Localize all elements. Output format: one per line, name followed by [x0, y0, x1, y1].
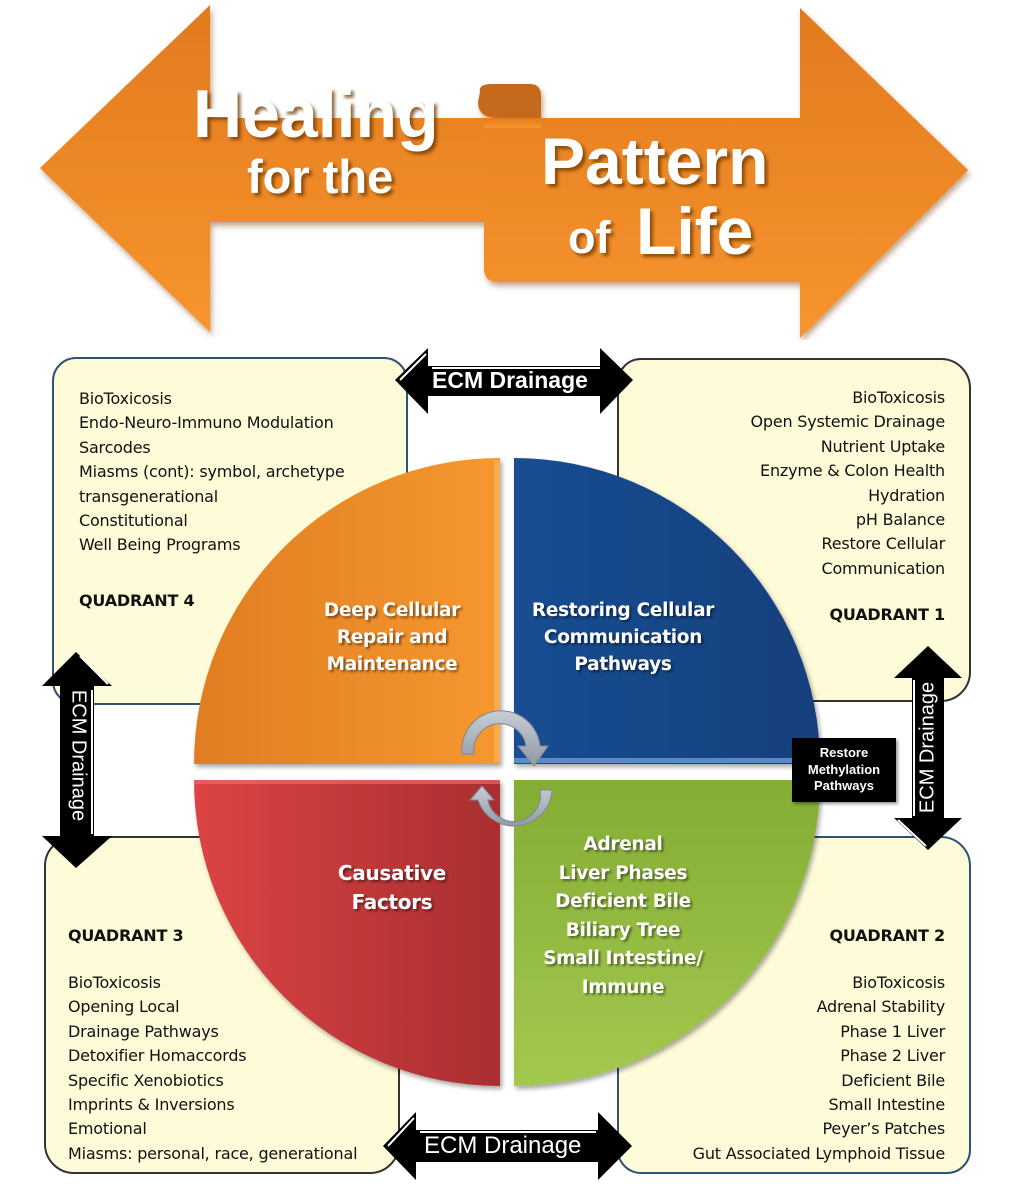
list-item: Opening Local	[68, 997, 180, 1017]
title-for-the: for the	[247, 150, 394, 203]
list-item: Communication	[821, 558, 945, 578]
ecm-drainage-label-right: ECM Drainage	[916, 681, 939, 814]
wedge-q3-text: Causative Factors	[300, 859, 484, 917]
methylation-line: Restore	[819, 745, 869, 761]
list-item: BioToxicosis	[68, 973, 161, 992]
list-item: Enzyme & Colon Health	[760, 461, 945, 481]
list-item: Peyer’s Patches	[822, 1119, 946, 1139]
list-item: Specific Xenobiotics	[68, 1070, 224, 1090]
list-item: Detoxifier Homaccords	[68, 1046, 247, 1066]
ecm-drainage-label-bottom: ECM Drainage	[424, 1132, 582, 1159]
wedge-line: Factors	[351, 890, 433, 914]
wedge-line: Deep Cellular	[323, 600, 461, 621]
ecm-drainage-label-left: ECM Drainage	[67, 689, 90, 822]
title-life: Life	[636, 194, 754, 268]
title-of: of	[568, 212, 611, 263]
list-item: Deficient Bile	[841, 1070, 945, 1090]
methylation-line: Pathways	[814, 778, 874, 794]
list-item: Endo-Neuro-Immuno Modulation	[79, 413, 334, 433]
quadrant-2-list: BioToxicosis Adrenal Stability Phase 1 L…	[692, 971, 946, 1166]
list-item: Drainage Pathways	[68, 1021, 219, 1041]
wedge-line: Causative	[337, 861, 447, 885]
list-item: Small Intestine	[828, 1095, 945, 1115]
list-item: Emotional	[68, 1119, 147, 1139]
methylation-line: Methylation	[807, 761, 881, 777]
wedge-causative-factors[interactable]	[194, 780, 500, 1086]
list-item: BioToxicosis	[852, 388, 945, 407]
quadrant-1-label: QUADRANT 1	[829, 605, 946, 624]
quadrant-4-label: QUADRANT 4	[79, 591, 195, 610]
right-arrow-shape	[484, 8, 968, 338]
list-item: Gut Associated Lymphoid Tissue	[692, 1143, 946, 1163]
cycle-arrow-top	[461, 710, 549, 767]
restore-methylation-box: Restore Methylation Pathways	[792, 738, 896, 802]
wedge-line: Repair and	[336, 627, 448, 648]
wedge-q2-text: Adrenal Liver Phases Deficient Bile Bili…	[520, 831, 726, 1002]
quadrant-3-list: BioToxicosis Opening Local Drainage Path…	[68, 971, 358, 1166]
quadrant-2-label: QUADRANT 2	[829, 926, 946, 945]
ribbon-curl	[478, 84, 541, 118]
list-item: transgenerational	[79, 486, 218, 506]
wedge-q1-text: Restoring Cellular Communication Pathway…	[520, 597, 726, 678]
wedge-line: Maintenance	[326, 654, 458, 675]
wedge-line: Liver Phases	[558, 862, 688, 884]
list-item: pH Balance	[855, 510, 945, 530]
list-item: Phase 2 Liver	[840, 1046, 945, 1066]
wedge-line: Immune	[581, 976, 665, 998]
list-item: Open Systemic Drainage	[750, 412, 945, 432]
wedge-q4-text: Deep Cellular Repair and Maintenance	[300, 597, 484, 678]
list-item: BioToxicosis	[79, 389, 172, 408]
list-item: Miasms: personal, race, generational	[68, 1143, 358, 1163]
wedge-restoring-cellular-communication[interactable]	[514, 458, 820, 764]
ecm-drainage-label-top: ECM Drainage	[432, 367, 588, 393]
list-item: Miasms (cont): symbol, archetype	[79, 462, 345, 482]
list-item: Hydration	[868, 485, 945, 505]
quadrant-1-list: BioToxicosis Open Systemic Drainage Nutr…	[750, 386, 945, 581]
wedge-line: Pathways	[574, 654, 672, 675]
ecm-drainage-arrow-right	[894, 646, 962, 850]
title-healing: Healing	[193, 76, 439, 152]
quadrant-3-label: QUADRANT 3	[68, 926, 184, 945]
list-item: Nutrient Uptake	[820, 436, 945, 456]
list-item: Restore Cellular	[821, 534, 946, 554]
cycle-arrow-bottom	[468, 785, 553, 827]
left-arrow-shape	[40, 5, 541, 332]
list-item: Phase 1 Liver	[840, 1021, 945, 1041]
wedge-line: Adrenal	[583, 834, 663, 855]
ecm-drainage-arrow-left	[42, 652, 112, 868]
quadrant-4-list: BioToxicosis Endo-Neuro-Immuno Modulatio…	[79, 387, 345, 558]
list-item: Constitutional	[79, 511, 188, 531]
list-item: Well Being Programs	[79, 535, 241, 555]
list-item: Imprints & Inversions	[68, 1095, 235, 1115]
title-banner	[40, 5, 968, 338]
wedge-line: Deficient Bile	[555, 891, 691, 912]
wedge-line: Restoring Cellular	[531, 600, 715, 621]
list-item: BioToxicosis	[852, 973, 945, 992]
wedge-line: Biliary Tree	[565, 919, 681, 941]
list-item: Sarcodes	[79, 437, 151, 457]
list-item: Adrenal Stability	[816, 997, 946, 1017]
wedge-line: Small Intestine/	[543, 948, 703, 969]
wedge-deep-cellular-repair[interactable]	[194, 458, 500, 764]
wedge-line: Communication	[543, 627, 703, 648]
title-pattern: Pattern	[541, 124, 769, 198]
ecm-drainage-arrow-bottom	[383, 1112, 632, 1180]
ecm-drainage-arrow-top	[395, 348, 633, 414]
wedge-adrenal-liver[interactable]	[514, 780, 820, 1086]
